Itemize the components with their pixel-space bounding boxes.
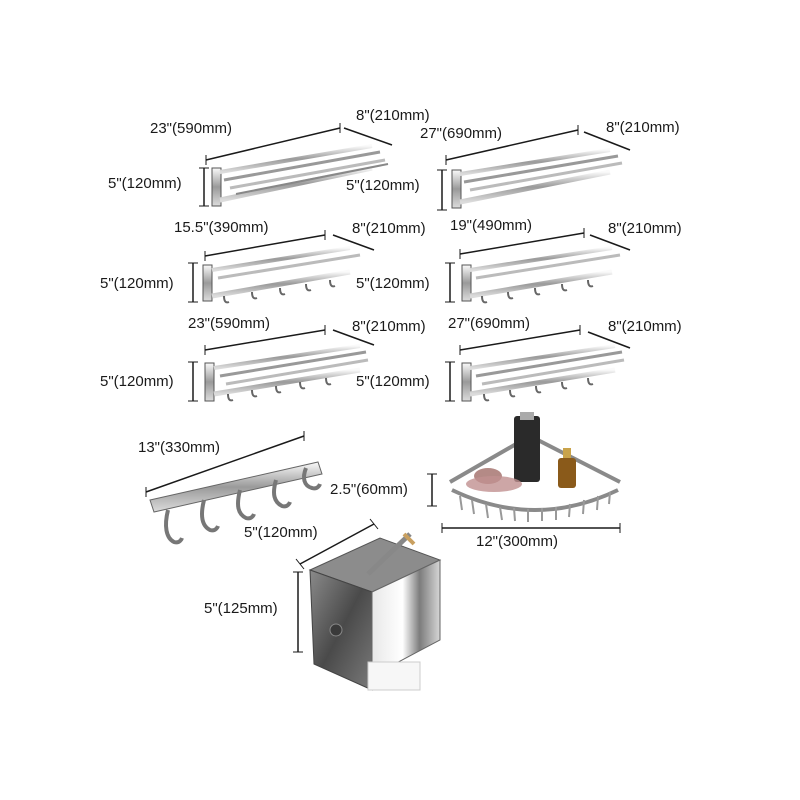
towel-rack-1 xyxy=(199,123,393,207)
corner-basket xyxy=(427,412,621,533)
rack-6-length-label: 27"(690mm) xyxy=(448,315,531,332)
rack-4-depth-label: 8"(210mm) xyxy=(608,220,682,237)
basket-height-label: 2.5"(60mm) xyxy=(330,481,408,498)
towel-rack-4 xyxy=(445,228,631,304)
paper-holder-depth-label: 5"(120mm) xyxy=(244,524,318,541)
rack-4-height-label: 5"(120mm) xyxy=(356,275,430,292)
rack-5-length-label: 23"(590mm) xyxy=(188,315,271,332)
rack-3-depth-label: 8"(210mm) xyxy=(352,220,426,237)
rack-2-height-label: 5"(120mm) xyxy=(346,177,420,194)
hook-rail-length-label: 13"(330mm) xyxy=(138,439,221,456)
towel-rack-2 xyxy=(437,125,631,211)
paper-holder-height-label: 5"(125mm) xyxy=(204,600,278,617)
rack-3-height-label: 5"(120mm) xyxy=(100,275,174,292)
hook-rail xyxy=(145,431,323,545)
towel-rack-3 xyxy=(188,230,375,304)
rack-6-height-label: 5"(120mm) xyxy=(356,373,430,390)
rack-2-depth-label: 8"(210mm) xyxy=(606,119,680,136)
rack-4-length-label: 19"(490mm) xyxy=(450,217,533,234)
rack-5-height-label: 5"(120mm) xyxy=(100,373,174,390)
paper-holder xyxy=(293,518,442,691)
rack-1-length-label: 23"(590mm) xyxy=(150,120,233,137)
basket-width-label: 12"(300mm) xyxy=(476,533,559,550)
towel-rack-6 xyxy=(445,325,631,402)
rack-3-length-label: 15.5"(390mm) xyxy=(174,219,269,236)
rack-5-depth-label: 8"(210mm) xyxy=(352,318,426,335)
rack-6-depth-label: 8"(210mm) xyxy=(608,318,682,335)
rack-2-length-label: 27"(690mm) xyxy=(420,125,503,142)
towel-rack-5 xyxy=(188,325,375,402)
rack-1-depth-label: 8"(210mm) xyxy=(356,107,430,124)
rack-1-height-label: 5"(120mm) xyxy=(108,175,182,192)
